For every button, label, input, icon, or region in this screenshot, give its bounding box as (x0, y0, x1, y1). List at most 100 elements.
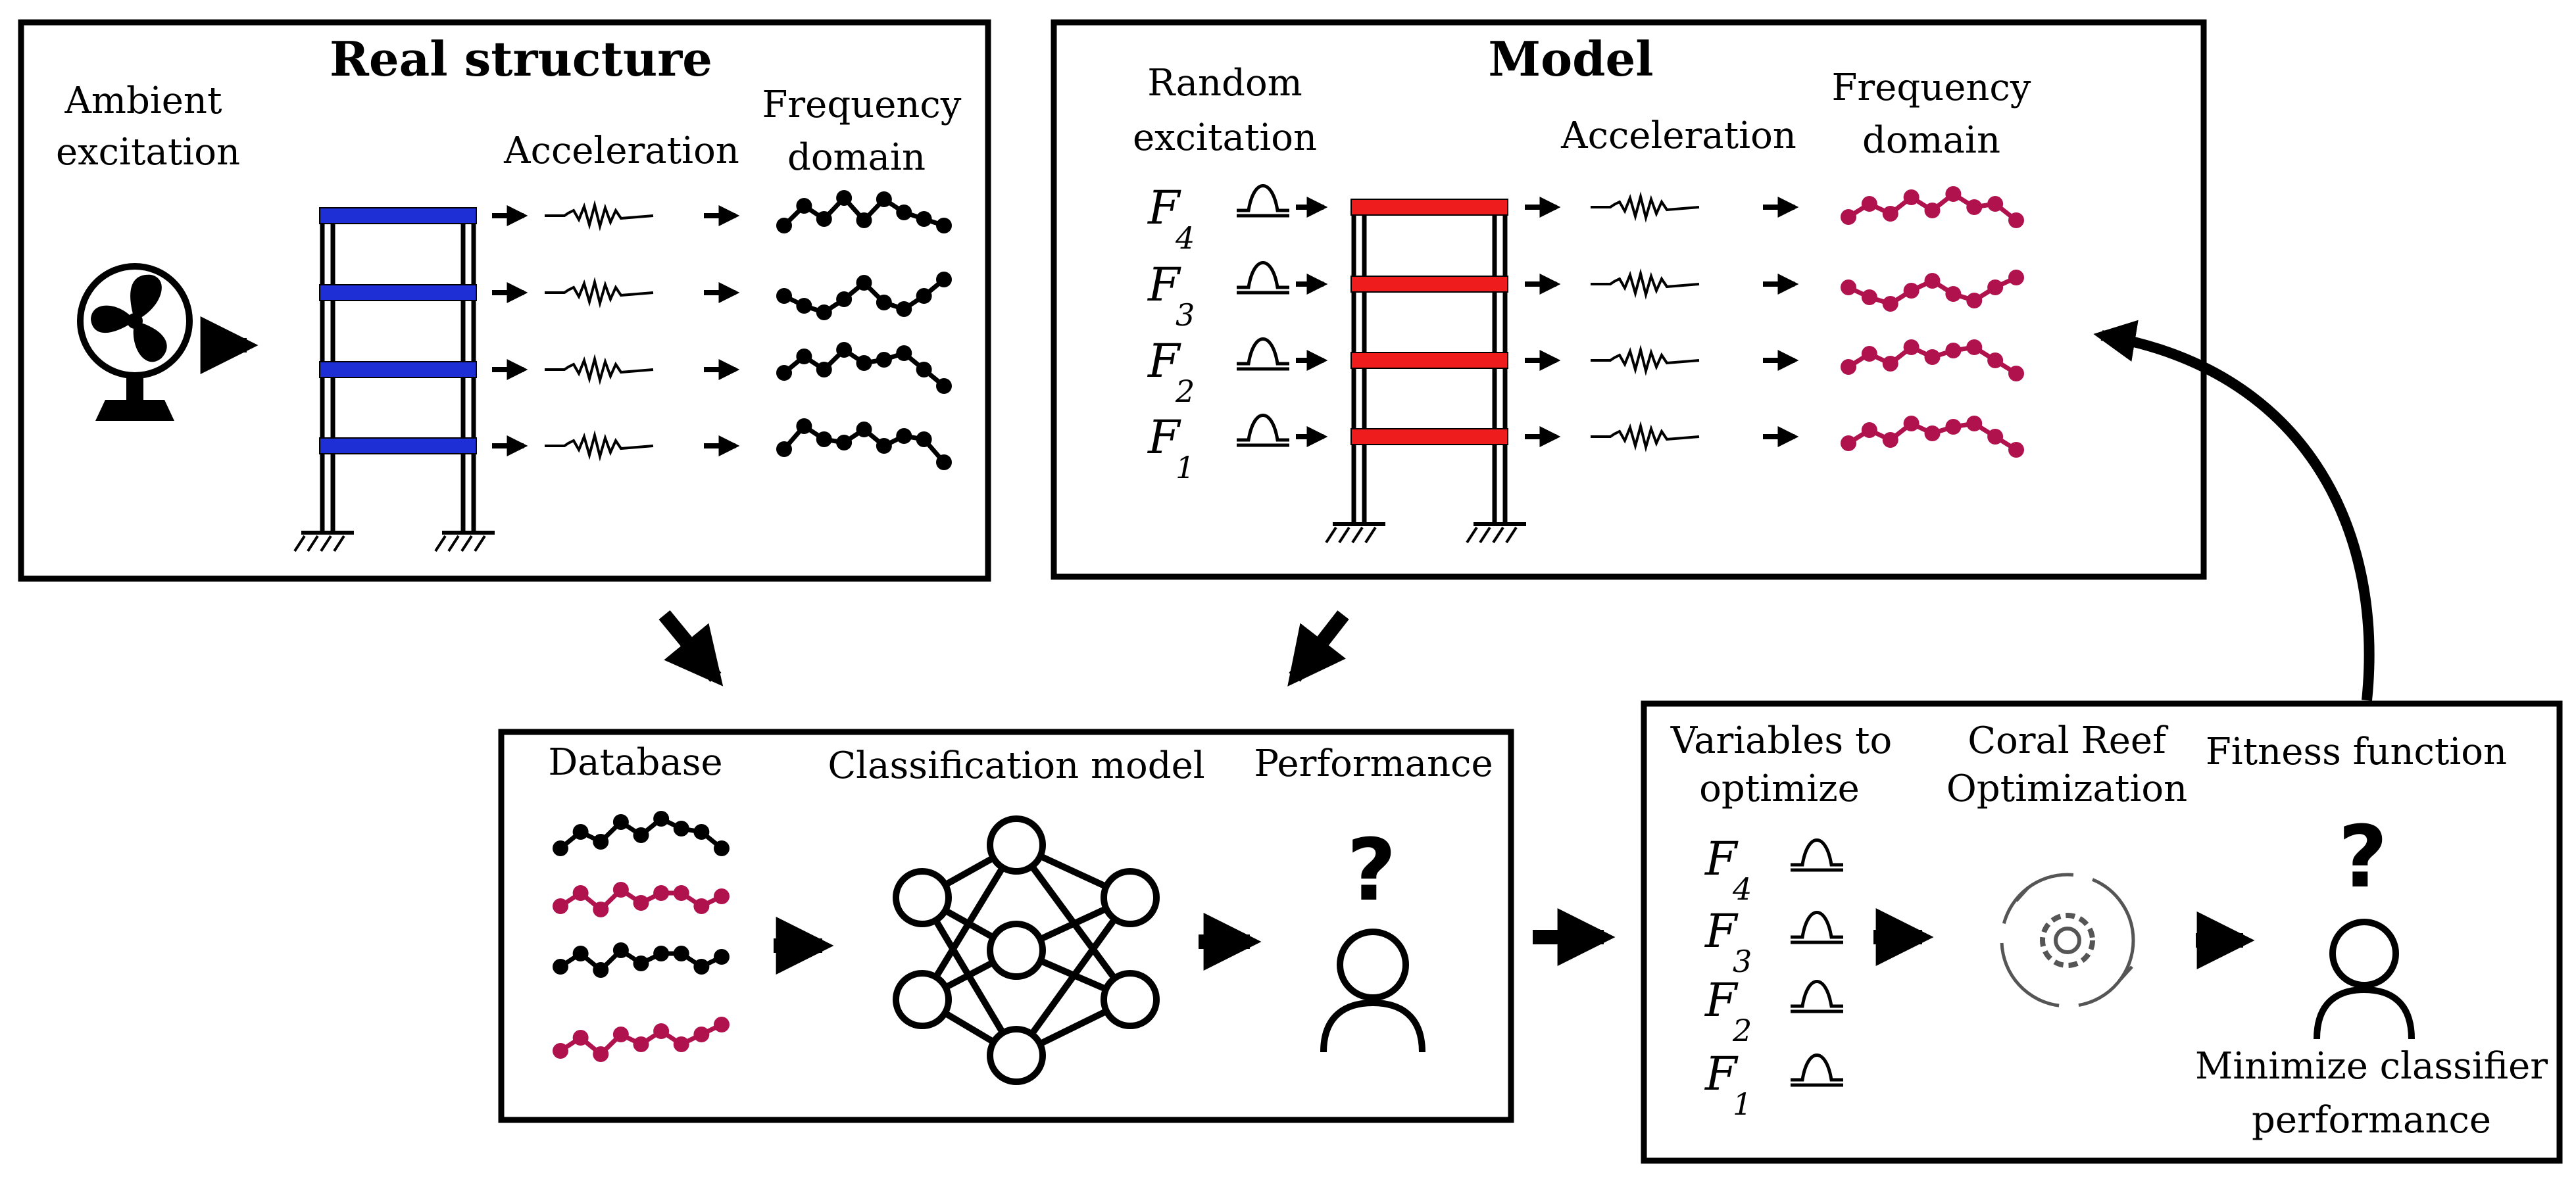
database-curve-point (673, 946, 689, 961)
classification-model-label: Classification model (828, 744, 1204, 787)
database-curve-point (633, 895, 649, 911)
database-curve-point (593, 962, 609, 978)
real-signals (492, 190, 952, 470)
frequency-curve-point (1924, 273, 1941, 289)
database-curve-point (612, 882, 629, 898)
model-hatch (1492, 526, 1504, 544)
database-curve-point (612, 1027, 629, 1042)
database-curve-point (593, 1046, 609, 1062)
frequency-curve-point (796, 298, 812, 314)
frequency-curve-point (2008, 212, 2024, 228)
frequency-curve-point (1945, 286, 1962, 302)
database-curve-point (693, 898, 710, 914)
frequency-curve-point (1966, 199, 1983, 215)
nn-node (987, 815, 1046, 875)
optimization-force-label-subscript: 4 (1732, 871, 1752, 907)
frequency-curve-point (936, 454, 952, 470)
frequency-curve-point (856, 422, 872, 437)
pulse-icon (1237, 337, 1289, 366)
frequency-curve-point (776, 365, 792, 381)
frequency-curve-point (1987, 352, 2004, 368)
random-excitation-label-1: Random (1147, 62, 1302, 105)
frequency-curve-point (896, 428, 912, 444)
pulse-icon (1791, 911, 1843, 939)
real-floor (319, 361, 477, 378)
database-curve-point (553, 959, 568, 975)
model-force-label: F (1147, 181, 1181, 235)
cro-label-1: Coral Reef (1968, 719, 2169, 762)
optimization-panel (1641, 700, 2563, 1164)
frequency-curve-point (876, 438, 892, 454)
frequency-curve-point (896, 205, 912, 220)
frequency-curve-point (1945, 343, 1962, 358)
minimize-label-1: Minimize classifier (2195, 1045, 2548, 1088)
model-hatch (1364, 526, 1377, 544)
frequency-curve-point (916, 362, 932, 377)
pulse-icon (1237, 414, 1289, 442)
variables-label-1: Variables to (1670, 719, 1892, 762)
real-frequency-label-2: domain (787, 136, 926, 179)
frequency-curve-point (1966, 339, 1983, 355)
frequency-curve-point (1861, 196, 1877, 212)
nn-edge (1013, 896, 1133, 1057)
minimize-label-2: performance (2252, 1099, 2491, 1142)
frequency-curve-point (1966, 293, 1983, 308)
optimization-force-label: F (1704, 832, 1739, 886)
database-curve-point (693, 1027, 710, 1042)
neural-network-icon (893, 815, 1160, 1085)
frequency-curve-point (796, 418, 812, 434)
frequency-curve-point (876, 295, 892, 310)
gear-cycle-icon (2000, 873, 2135, 1008)
pulse-icon (1791, 838, 1843, 867)
frequency-curve-point (1882, 432, 1898, 448)
model-floor (1350, 199, 1508, 216)
model-hatch (1325, 526, 1337, 544)
model-floor (1350, 428, 1508, 445)
model-force-label: F (1147, 410, 1181, 464)
person-icon (1320, 929, 1425, 1053)
acceleration-signal (545, 277, 654, 308)
frequency-curve-point (836, 342, 853, 358)
database-curve-point (714, 949, 730, 965)
frequency-curve-point (1924, 203, 1941, 218)
real-hatch (447, 535, 460, 552)
optimization-force-label-subscript: 2 (1732, 1013, 1752, 1048)
optimization-force-label: F (1704, 1047, 1739, 1101)
frequency-curve-point (1882, 296, 1898, 312)
frequency-curve-point (1903, 189, 1920, 205)
frequency-curve-point (876, 352, 892, 368)
frequency-curve-point (876, 191, 892, 207)
acceleration-signal (1591, 345, 1700, 376)
real-to-classification-arrow (658, 610, 724, 687)
model-force-label-subscript: 2 (1175, 374, 1195, 409)
database-curve-point (693, 959, 710, 975)
nn-node (987, 1026, 1046, 1085)
real-hatch (474, 535, 486, 552)
cro-label-2: Optimization (1946, 767, 2187, 810)
frequency-curve-point (856, 212, 872, 228)
frequency-curve-point (816, 304, 832, 320)
database-curve-point (633, 827, 649, 843)
frequency-curve-point (896, 345, 912, 361)
frequency-curve-point (1903, 416, 1920, 431)
frequency-curve-point (1841, 279, 1856, 295)
optimization-force-label-subscript: 3 (1733, 944, 1752, 979)
frequency-curve-point (916, 431, 932, 447)
real-hatch (460, 535, 473, 552)
database-curve-point (673, 885, 689, 901)
frequency-curve-point (2008, 366, 2024, 381)
variables-label-2: optimize (1699, 767, 1860, 810)
frequency-curve-point (856, 275, 872, 291)
database-curve-point (553, 898, 568, 914)
real-hatch (333, 535, 345, 552)
fan-icon (77, 263, 193, 421)
database-curve-point (572, 885, 589, 901)
database-label: Database (548, 741, 722, 784)
real-frequency-label-1: Frequency (762, 84, 962, 126)
model-hatch (1466, 526, 1478, 544)
database-curve-point (553, 840, 568, 856)
database-curve-point (593, 834, 609, 850)
acceleration-signal (545, 430, 654, 462)
